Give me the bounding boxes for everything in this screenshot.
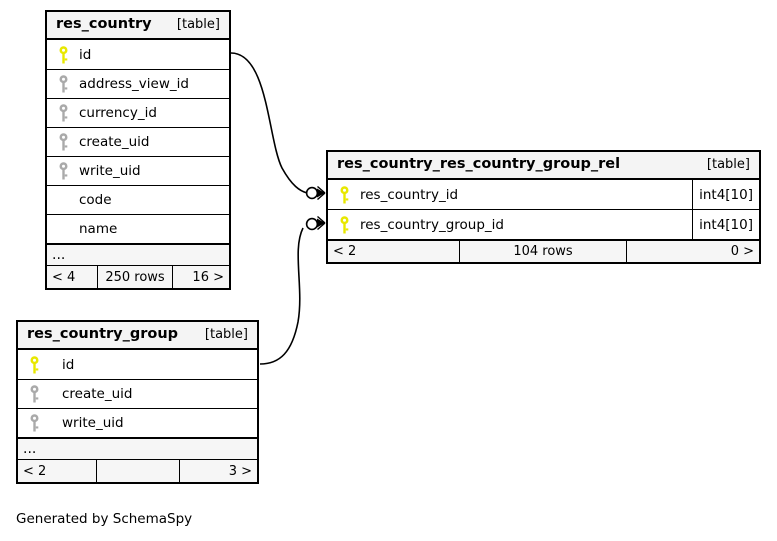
footer-children-count[interactable]: 16 > (172, 266, 229, 288)
crows-foot-marker (317, 188, 325, 198)
cardinality-zero-circle (305, 217, 319, 231)
footer-row-count (96, 460, 179, 482)
column-row[interactable]: currency_id (47, 99, 229, 128)
cardinality-zero-circle (305, 186, 319, 200)
foreign-key-icon (53, 133, 73, 151)
footer-row-count: 250 rows (97, 266, 172, 288)
entity-footer: < 2 104 rows 0 > (328, 240, 759, 262)
column-name: write_uid (79, 163, 141, 179)
column-row[interactable]: write_uid (18, 409, 257, 438)
entity-footer: < 4 250 rows 16 > (47, 266, 229, 288)
column-name: write_uid (62, 415, 124, 431)
foreign-key-icon (53, 104, 73, 122)
entity-footer: < 2 3 > (18, 460, 257, 482)
entity-title: res_country_group (27, 326, 179, 342)
footer-children-count[interactable]: 3 > (179, 460, 257, 482)
column-row[interactable]: code (47, 186, 229, 215)
footer-parents-count[interactable]: < 4 (52, 269, 76, 285)
column-name: currency_id (79, 105, 157, 121)
column-name: res_country_group_id (360, 216, 504, 233)
column-name: res_country_id (360, 186, 459, 203)
entity-res-country[interactable]: res_country [table] id (45, 10, 231, 290)
column-row[interactable]: id (47, 40, 229, 70)
relationship-line-res-country-group (259, 215, 326, 365)
column-name: id (79, 46, 92, 63)
column-type: int4[10] (692, 180, 759, 209)
entity-res-country-res-country-group-rel[interactable]: res_country_res_country_group_rel [table… (326, 150, 761, 264)
entity-title: res_country (56, 16, 152, 32)
column-row[interactable]: address_view_id (47, 70, 229, 99)
primary-key-icon (334, 185, 354, 204)
foreign-key-icon (53, 162, 73, 180)
entity-kind-label: [table] (176, 16, 220, 32)
column-name: id (62, 356, 75, 373)
footer-children-count[interactable]: 0 > (626, 241, 759, 262)
footer-row-count: 104 rows (459, 241, 626, 262)
entity-header: res_country_group [table] (18, 322, 257, 350)
column-name: create_uid (79, 134, 150, 150)
column-row[interactable]: res_country_id int4[10] (328, 180, 759, 210)
relationship-line-res-country (230, 52, 326, 201)
entity-kind-label: [table] (706, 156, 750, 172)
entity-res-country-group[interactable]: res_country_group [table] id (16, 320, 259, 484)
foreign-key-icon (24, 414, 44, 432)
column-type: int4[10] (692, 210, 759, 239)
column-row[interactable]: write_uid (47, 157, 229, 186)
column-name: address_view_id (79, 76, 189, 92)
column-name: create_uid (62, 386, 133, 402)
entity-kind-label: [table] (204, 326, 248, 342)
primary-key-icon (53, 45, 73, 64)
entity-header: res_country_res_country_group_rel [table… (328, 152, 759, 180)
column-row[interactable]: create_uid (18, 380, 257, 409)
column-name: name (79, 221, 118, 237)
column-row[interactable]: create_uid (47, 128, 229, 157)
more-columns-indicator: ... (18, 438, 257, 460)
foreign-key-icon (53, 75, 73, 93)
entity-header: res_country [table] (47, 12, 229, 40)
column-row[interactable]: id (18, 350, 257, 380)
generated-by-label: Generated by SchemaSpy (16, 511, 193, 527)
column-row[interactable]: name (47, 215, 229, 244)
footer-parents-count[interactable]: < 2 (23, 463, 47, 479)
more-columns-indicator: ... (47, 244, 229, 266)
primary-key-icon (334, 215, 354, 234)
footer-parents-count[interactable]: < 2 (333, 244, 357, 259)
column-row[interactable]: res_country_group_id int4[10] (328, 210, 759, 240)
foreign-key-icon (24, 385, 44, 403)
primary-key-icon (24, 355, 44, 374)
column-name: code (79, 192, 112, 208)
entity-title: res_country_res_country_group_rel (337, 156, 621, 172)
crows-foot-marker (317, 218, 325, 228)
